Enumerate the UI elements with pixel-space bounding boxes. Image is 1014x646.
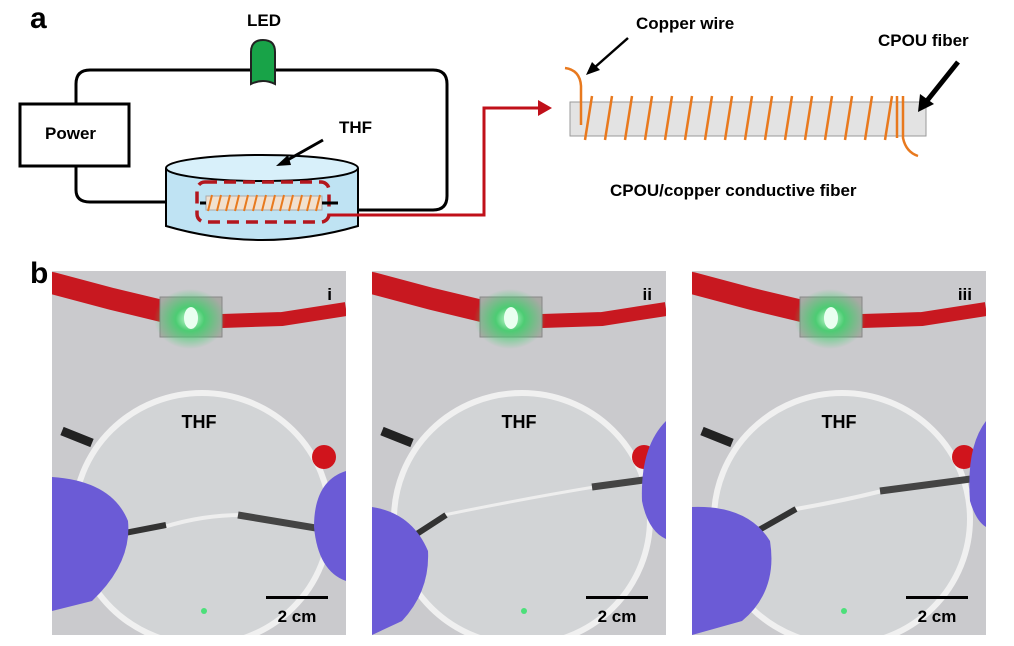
circuit-wire bbox=[74, 68, 449, 212]
power-box bbox=[18, 102, 131, 168]
glove-right bbox=[641, 421, 666, 539]
red-cable bbox=[372, 272, 493, 322]
led-icon bbox=[250, 38, 276, 86]
photo-i: i THF 2 cm bbox=[52, 271, 346, 635]
copper-wire-start bbox=[564, 66, 583, 125]
cpou-arrow bbox=[924, 60, 960, 104]
circuit-diagram bbox=[18, 37, 960, 241]
red-cable bbox=[52, 272, 173, 322]
photo-index: i bbox=[327, 285, 332, 304]
cpou-fiber-label: CPOU fiber bbox=[878, 31, 969, 50]
thf-label-a: THF bbox=[339, 118, 373, 137]
zoom-arrowhead bbox=[538, 100, 552, 116]
scale-bar: 2 cm bbox=[586, 596, 648, 627]
copper-wire-end bbox=[901, 96, 919, 158]
thf-arrow bbox=[283, 138, 324, 164]
photo-index: iii bbox=[957, 285, 972, 304]
scale-bar: 2 cm bbox=[266, 596, 328, 627]
red-cable bbox=[692, 272, 813, 322]
photo-index: ii bbox=[642, 285, 652, 304]
beaker-top bbox=[165, 154, 359, 182]
copper-arrow bbox=[593, 37, 629, 69]
photo-iii: iii THF 2 cm bbox=[692, 271, 986, 635]
led-label: LED bbox=[247, 11, 281, 30]
fiber bbox=[443, 485, 595, 517]
thf-label: THF bbox=[501, 412, 537, 432]
glove-right bbox=[969, 421, 986, 527]
scale-label: 2 cm bbox=[277, 607, 317, 626]
photo-scene bbox=[692, 271, 986, 635]
copper-coil bbox=[583, 95, 894, 141]
copper-wire-label: Copper wire bbox=[636, 14, 735, 33]
tweezer-right bbox=[879, 473, 986, 495]
photo-ii: ii THF 2 cm bbox=[372, 271, 666, 635]
photo-scene bbox=[372, 271, 666, 635]
scale-label: 2 cm bbox=[917, 607, 957, 626]
glove-left bbox=[372, 507, 429, 635]
fiber bbox=[163, 513, 243, 529]
panel-a-letter: a bbox=[30, 2, 47, 35]
zoom-arrow bbox=[330, 106, 540, 217]
glove-right bbox=[314, 471, 346, 581]
fiber bbox=[795, 489, 883, 511]
fiber-caption: CPOU/copper conductive fiber bbox=[610, 181, 857, 200]
small-fiber-coil bbox=[207, 194, 321, 212]
circuit-wire-bottom bbox=[74, 166, 200, 204]
scale-bar: 2 cm bbox=[906, 596, 968, 627]
photo-scene bbox=[52, 271, 346, 635]
thf-label: THF bbox=[821, 412, 857, 432]
power-label: Power bbox=[45, 124, 97, 143]
glove-left bbox=[692, 506, 772, 635]
thf-label: THF bbox=[181, 412, 217, 432]
glove-left bbox=[52, 477, 129, 611]
scale-label: 2 cm bbox=[597, 607, 637, 626]
panel-b-letter: b bbox=[30, 257, 49, 290]
